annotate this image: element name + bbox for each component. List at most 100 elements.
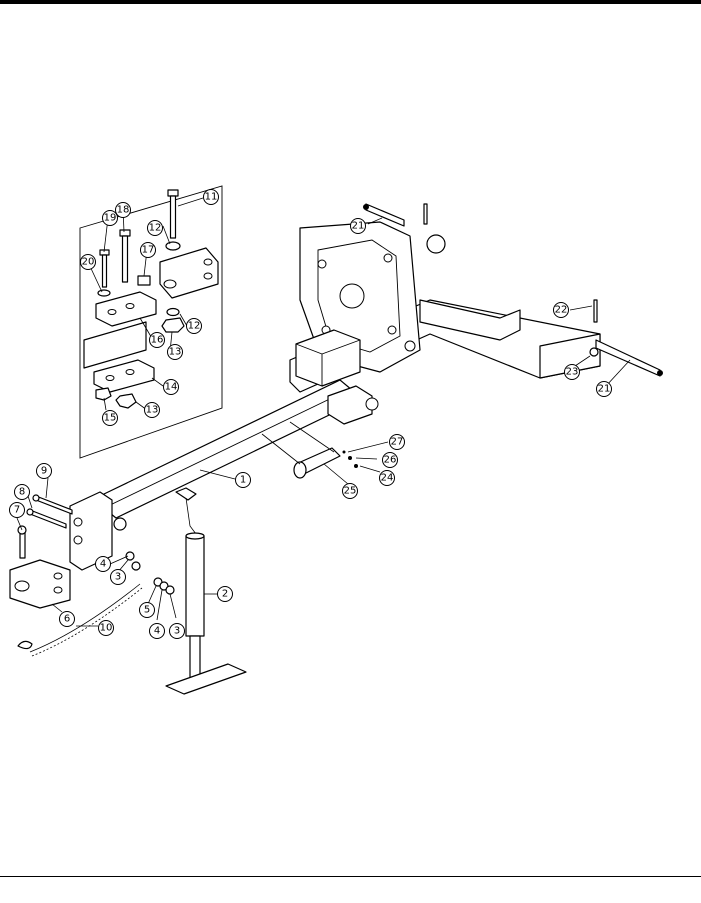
bracket-hole	[365, 397, 379, 411]
callout-4: 4	[95, 556, 111, 572]
bolt-18-shank	[121, 235, 129, 283]
callout-21: 21	[596, 381, 612, 397]
callout-13: 13	[144, 402, 160, 418]
coupler-6	[9, 559, 71, 609]
washer-12-top	[165, 241, 181, 251]
tube-end	[113, 517, 127, 531]
clevis-hole	[163, 279, 177, 289]
callout-label: 6	[64, 614, 70, 625]
washer-4a	[125, 551, 135, 561]
jack-foot	[165, 663, 247, 695]
bolt-11-shank	[169, 195, 177, 239]
bolt-11-head	[167, 189, 179, 197]
callout-27: 27	[389, 434, 405, 450]
callout-label: 17	[142, 245, 155, 256]
callout-5: 5	[139, 602, 155, 618]
callout-label: 5	[144, 605, 150, 616]
washer-20	[97, 289, 111, 297]
plate-14	[93, 359, 155, 393]
part-27	[342, 450, 346, 454]
nut-3a	[131, 561, 141, 571]
callout-12: 12	[186, 318, 202, 334]
callout-label: 12	[188, 321, 201, 332]
jack-inner-tube	[189, 635, 201, 679]
callout-2: 2	[217, 586, 233, 602]
nut-13-upper	[161, 317, 185, 333]
callout-24: 24	[379, 470, 395, 486]
callout-18: 18	[115, 202, 131, 218]
callout-label: 3	[174, 626, 180, 637]
callout-label: 14	[165, 382, 178, 393]
callout-21: 21	[350, 218, 366, 234]
callout-label: 13	[146, 405, 159, 416]
callout-20: 20	[80, 254, 96, 270]
nut-3b	[165, 585, 175, 595]
callout-label: 18	[117, 205, 130, 216]
callout-12: 12	[147, 220, 163, 236]
bolt-9	[35, 495, 73, 515]
nut-17	[137, 275, 151, 286]
jack-2-tube	[185, 535, 205, 637]
callout-11: 11	[203, 189, 219, 205]
frame-assembly	[103, 203, 663, 519]
callout-14: 14	[163, 379, 179, 395]
callout-1: 1	[235, 472, 251, 488]
hitch-assembly	[9, 487, 247, 695]
callout-label: 10	[100, 623, 113, 634]
clevis-hole	[203, 258, 213, 266]
plate-hole	[404, 340, 416, 352]
callout-label: 21	[598, 384, 611, 395]
pin-21-right	[595, 339, 661, 377]
plate-hole	[317, 259, 327, 269]
nut-23	[589, 347, 599, 357]
part-26	[348, 456, 352, 460]
nut-15	[95, 387, 112, 401]
callout-3: 3	[110, 569, 126, 585]
callout-4: 4	[149, 623, 165, 639]
leader-lines	[16, 197, 631, 627]
hub	[426, 234, 446, 254]
pin-upper-small	[423, 203, 428, 225]
plate-hole	[125, 369, 135, 375]
spindle-end	[293, 461, 307, 479]
callout-9: 9	[36, 463, 52, 479]
callout-26: 26	[382, 452, 398, 468]
pin-22	[593, 299, 598, 323]
callout-label: 20	[82, 257, 95, 268]
callout-label: 15	[104, 413, 117, 424]
plate-hole	[125, 303, 135, 309]
callout-3: 3	[169, 623, 185, 639]
callout-label: 25	[344, 486, 357, 497]
callout-label: 27	[391, 437, 404, 448]
callout-22: 22	[553, 302, 569, 318]
callout-label: 22	[555, 305, 568, 316]
plate-16	[95, 291, 157, 327]
callout-label: 4	[100, 559, 106, 570]
plate-hole	[383, 253, 393, 263]
callout-23: 23	[564, 364, 580, 380]
inset-frame-tube	[83, 321, 147, 369]
part-24	[354, 464, 358, 468]
callout-label: 19	[104, 213, 117, 224]
chain-hook	[17, 640, 33, 650]
callout-label: 12	[149, 223, 162, 234]
callout-label: 16	[151, 335, 164, 346]
callout-label: 23	[566, 367, 579, 378]
callout-7: 7	[9, 502, 25, 518]
front-bracket	[69, 491, 113, 571]
callout-label: 13	[169, 347, 182, 358]
plate-hole	[105, 375, 115, 381]
plate-hole	[387, 325, 397, 335]
top-rule	[0, 0, 701, 4]
cross-beam-end	[539, 333, 601, 379]
side-channel	[419, 299, 521, 341]
callout-label: 24	[381, 473, 394, 484]
clevis-hole	[203, 272, 213, 280]
safety-chain-10	[29, 583, 141, 653]
callout-label: 1	[240, 475, 246, 486]
bolt-8	[29, 509, 67, 529]
callout-label: 9	[41, 466, 47, 477]
callout-label: 2	[222, 589, 228, 600]
callout-label: 21	[352, 221, 365, 232]
